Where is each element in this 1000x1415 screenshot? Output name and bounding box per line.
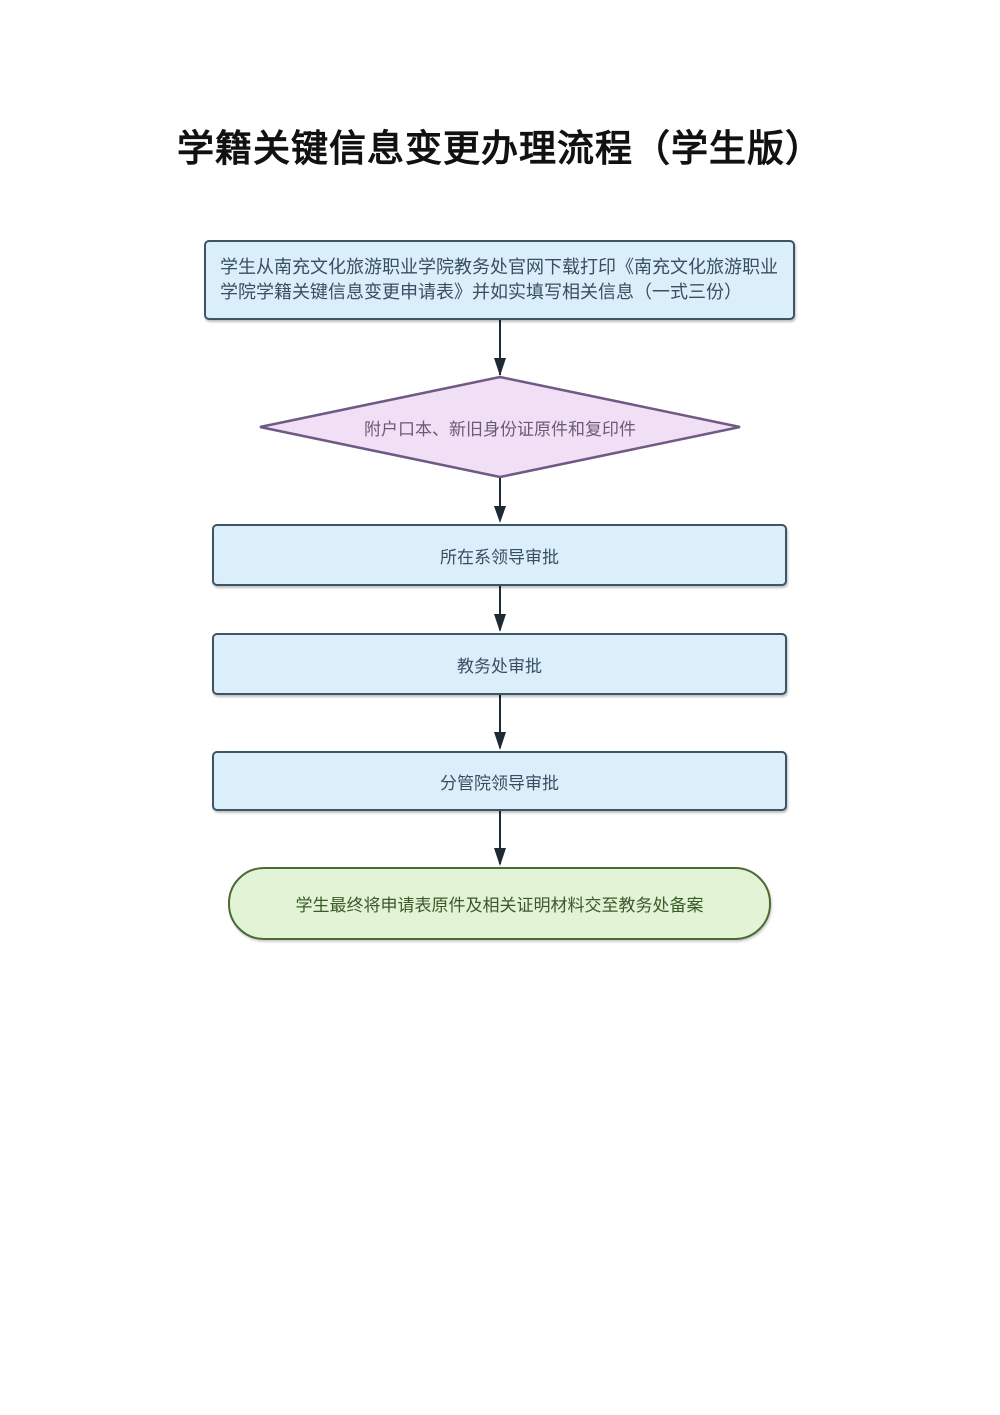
arrowhead-step3-to-step4 xyxy=(494,614,506,632)
step-text: 学生从南充文化旅游职业学院教务处官网下载打印《南充文化旅游职业学院学籍关键信息变… xyxy=(220,257,778,303)
arrowhead-step4-to-step5 xyxy=(494,732,506,750)
step-text: 教务处审批 xyxy=(457,656,542,677)
page-title: 学籍关键信息变更办理流程（学生版） xyxy=(177,126,823,170)
step-text: 所在系领导审批 xyxy=(440,547,559,568)
process-step-download-form: 学生从南充文化旅游职业学院教务处官网下载打印《南充文化旅游职业学院学籍关键信息变… xyxy=(204,240,795,320)
arrowhead-step2-to-step3 xyxy=(494,506,506,523)
step-text: 学生最终将申请表原件及相关证明材料交至教务处备案 xyxy=(295,896,704,916)
process-step-academic-office-approval: 教务处审批 xyxy=(212,633,787,695)
process-step-department-approval: 所在系领导审批 xyxy=(212,524,787,586)
process-step-college-leader-approval: 分管院领导审批 xyxy=(212,751,787,811)
arrowhead-step5-to-step6 xyxy=(494,848,506,866)
terminal-step-submit-for-filing: 学生最终将申请表原件及相关证明材料交至教务处备案 xyxy=(228,867,771,940)
step-text: 附户口本、新旧身份证原件和复印件 xyxy=(364,419,636,440)
decision-attach-documents: 附户口本、新旧身份证原件和复印件 xyxy=(258,376,742,478)
step-text: 分管院领导审批 xyxy=(440,773,559,794)
arrowhead-step1-to-step2 xyxy=(494,358,506,376)
diamond-shape xyxy=(259,376,741,478)
